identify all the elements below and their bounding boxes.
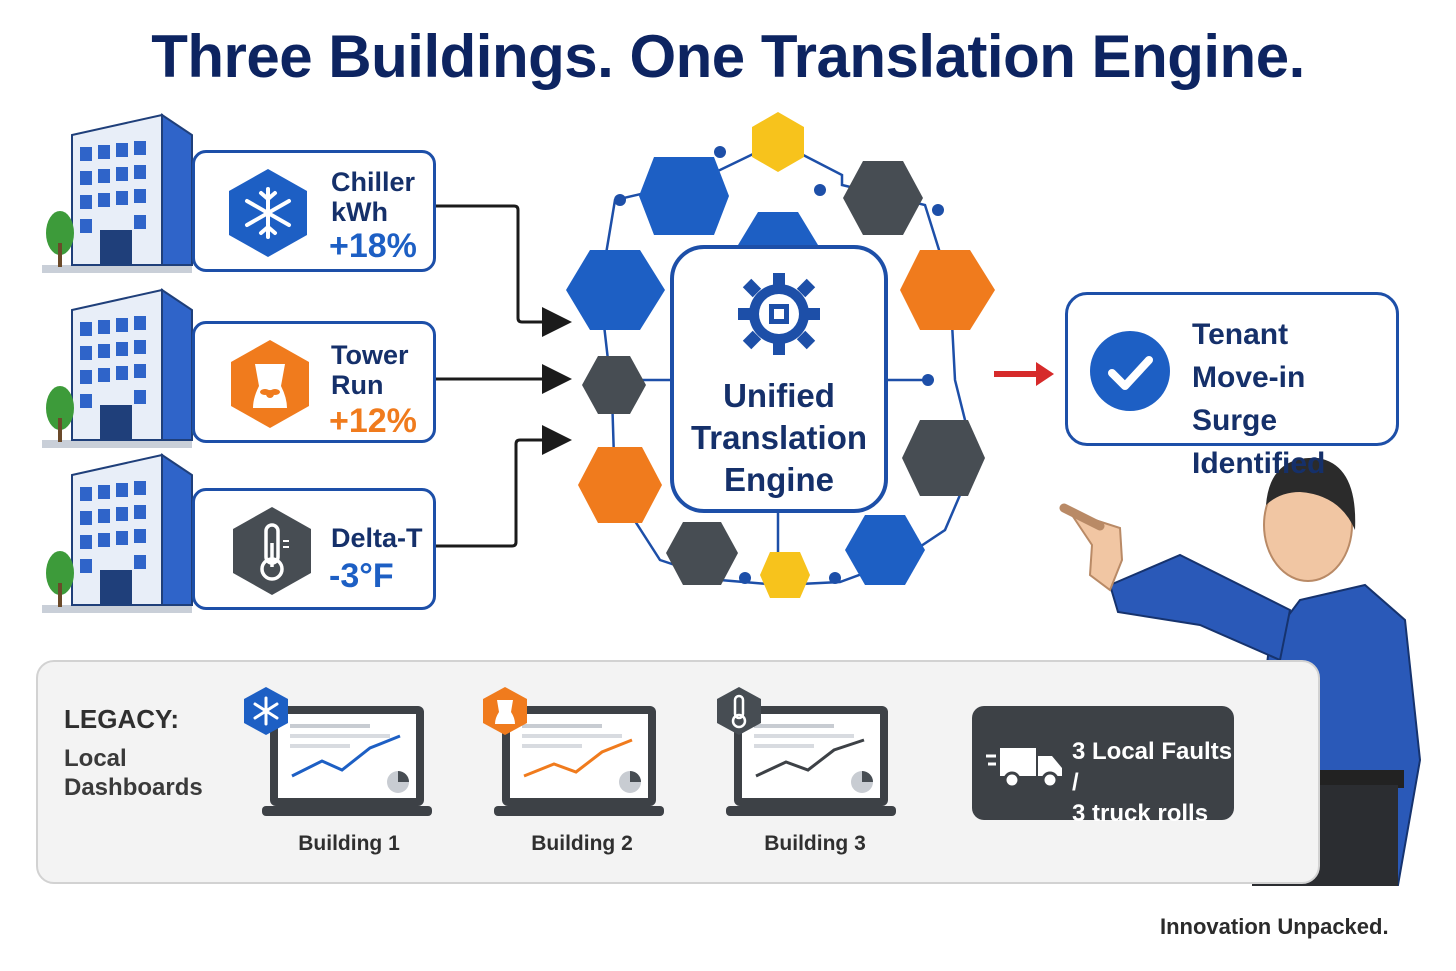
metric-value: +18% [329,227,417,265]
cooling-tower-icon [231,340,309,428]
arrow-1 [436,204,572,337]
gear-chip-icon [738,273,820,355]
metric-label: Chiller kWh [331,167,416,227]
arrow-3 [436,425,572,548]
building-label: Building 2 [531,832,633,855]
metric-label: Delta-T [331,523,423,553]
faults-text: 3 Local Faults / 3 truck rolls [1072,738,1233,827]
cooling-tower-badge-icon [483,687,527,735]
legacy-heading: LEGACY: [64,704,180,734]
metric-value: -3°F [329,557,394,595]
engine-label: Unified Translation Engine [690,377,868,498]
building-label: Building 3 [764,832,866,855]
building-1-icon [41,114,213,274]
truck-icon [986,748,1062,789]
building-3-icon [41,454,213,614]
snowflake-icon [229,169,307,257]
translation-engine: Unified Translation Engine [670,245,888,513]
dashboard-laptop-2 [494,706,664,816]
dashboard-laptop-1 [262,706,432,816]
result-card: Tenant Move-in Surge Identified [1065,292,1399,480]
result-text: Tenant Move-in Surge Identified [1192,318,1326,480]
snowflake-badge-icon [244,687,288,735]
legacy-subheading: Local Dashboards [64,745,203,801]
metric-value: +12% [329,402,417,440]
page-title: Three Buildings. One Translation Engine. [151,23,1305,90]
brand-footer: Innovation Unpacked. [1160,914,1389,939]
dashboard-laptop-3 [726,706,896,816]
thermometer-badge-icon [717,687,761,735]
metric-card-tower: Tower Run +12% [192,321,436,443]
thermometer-icon [233,507,311,595]
faults-box: 3 Local Faults / 3 truck rolls [972,706,1234,827]
building-2-icon [41,289,213,449]
checkmark-icon [1090,331,1170,411]
network-dots [614,146,944,584]
hexagons [566,112,995,598]
metric-label: Tower Run [331,340,409,400]
metric-card-chiller: Chiller kWh +18% [192,150,436,272]
building-label: Building 1 [298,832,400,855]
metric-card-delta-t: Delta-T -3°F [192,488,436,610]
